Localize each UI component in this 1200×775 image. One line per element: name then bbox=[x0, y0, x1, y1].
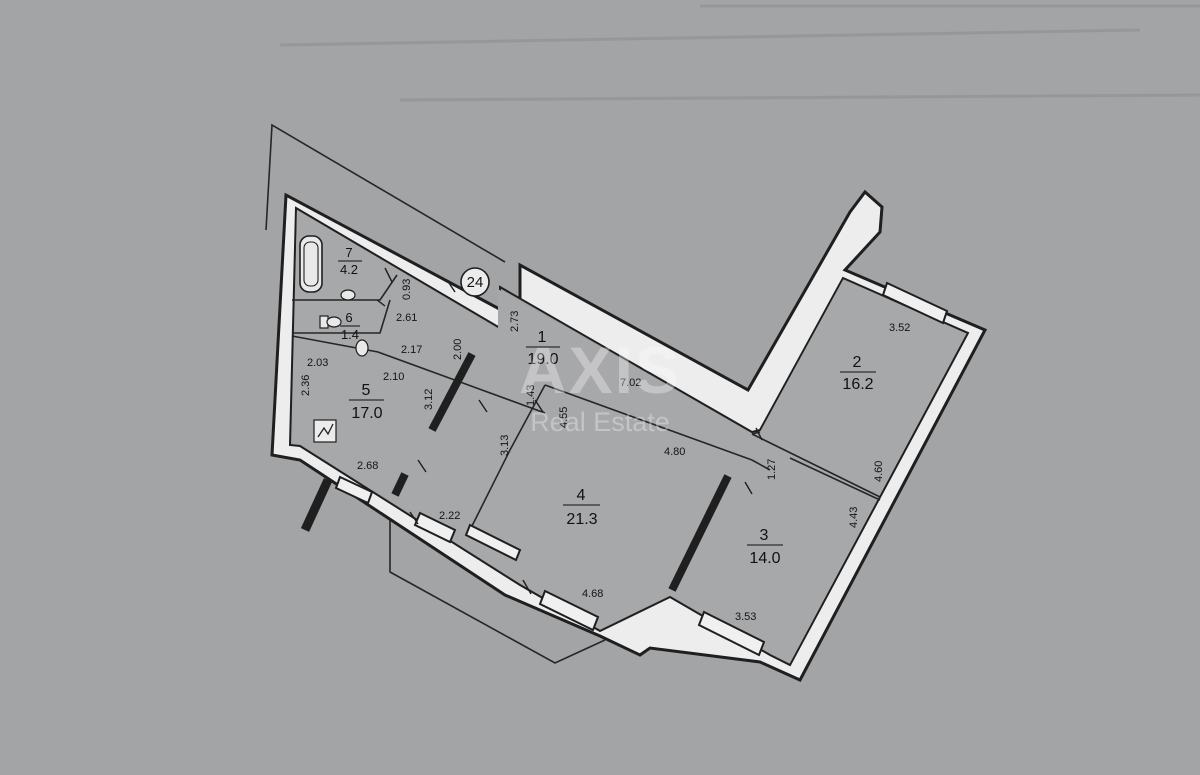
apartment-number-badge: 24 bbox=[460, 267, 490, 297]
apartment-number: 24 bbox=[467, 274, 484, 291]
room-area: 4.2 bbox=[340, 262, 358, 277]
dimension-label: 3.13 bbox=[499, 435, 511, 456]
room-1-label: 1 19.0 bbox=[526, 329, 560, 368]
sink-icon bbox=[340, 289, 369, 357]
room-area: 14.0 bbox=[749, 550, 780, 567]
dimension-label: 4.60 bbox=[873, 461, 885, 482]
dimension-labels: 0.93 2.61 2.17 2.00 2.73 7.02 2.03 2.10 … bbox=[300, 279, 910, 623]
room-number: 1 bbox=[538, 329, 547, 346]
room-6-label: 6 1.4 bbox=[340, 310, 360, 342]
room-number: 2 bbox=[853, 354, 862, 371]
dimension-label: 2.00 bbox=[452, 339, 464, 360]
dimension-label: 4.43 bbox=[848, 507, 860, 528]
dimension-label: 2.03 bbox=[307, 357, 328, 369]
background-text-lines bbox=[279, 4, 1200, 102]
room-7-label: 7 4.2 bbox=[338, 245, 362, 277]
watermark: AXIS Real Estate bbox=[519, 333, 681, 437]
room-3-label: 3 14.0 bbox=[747, 527, 783, 567]
dimension-label: 1.27 bbox=[766, 459, 778, 480]
bathtub-icon bbox=[299, 235, 323, 293]
room-labels: 1 19.0 2 16.2 3 14.0 4 21.3 5 17.0 6 1.4 bbox=[338, 245, 876, 567]
dimension-label: 2.68 bbox=[357, 460, 378, 472]
room-4-label: 4 21.3 bbox=[563, 487, 600, 528]
dimension-label: 2.22 bbox=[439, 510, 460, 522]
dimension-label: 2.73 bbox=[509, 311, 521, 332]
room-number: 3 bbox=[760, 527, 769, 544]
dimension-label: 2.61 bbox=[396, 312, 417, 324]
room-area: 1.4 bbox=[341, 327, 359, 342]
outer-outline bbox=[265, 123, 606, 664]
dimension-label: 3.52 bbox=[889, 322, 910, 334]
partitions bbox=[291, 274, 881, 592]
dimension-label: 0.93 bbox=[401, 279, 413, 300]
watermark-subtitle: Real Estate bbox=[530, 407, 670, 437]
room-number: 6 bbox=[345, 310, 352, 325]
room-number: 4 bbox=[577, 487, 586, 504]
dimension-label: 3.12 bbox=[423, 389, 435, 410]
dimension-label: 2.10 bbox=[383, 371, 404, 383]
room-interiors bbox=[292, 210, 966, 663]
balcony-bar bbox=[300, 478, 333, 532]
dimension-label: 4.80 bbox=[664, 446, 685, 458]
room-2-label: 2 16.2 bbox=[840, 354, 876, 393]
watermark-logo: AXIS bbox=[519, 333, 681, 407]
dimension-label: 4.55 bbox=[558, 407, 570, 428]
room-area: 16.2 bbox=[842, 376, 873, 393]
dimension-label: 2.36 bbox=[300, 375, 312, 396]
dimension-label: 4.68 bbox=[582, 588, 603, 600]
electrical-panel-icon bbox=[313, 419, 337, 443]
toilet-icon bbox=[319, 315, 342, 329]
dimension-label: 3.53 bbox=[735, 611, 756, 623]
dimension-label: 7.02 bbox=[620, 377, 641, 389]
room-area: 17.0 bbox=[351, 405, 382, 422]
room-number: 7 bbox=[345, 245, 352, 260]
room-5-label: 5 17.0 bbox=[349, 382, 384, 422]
room-area: 21.3 bbox=[566, 511, 597, 528]
windows bbox=[334, 281, 949, 657]
dimension-ticks bbox=[376, 267, 763, 595]
room-area: 19.0 bbox=[527, 351, 558, 368]
dimension-label: 2.17 bbox=[401, 344, 422, 356]
dimension-label: 1.43 bbox=[525, 385, 537, 406]
room-number: 5 bbox=[362, 382, 371, 399]
